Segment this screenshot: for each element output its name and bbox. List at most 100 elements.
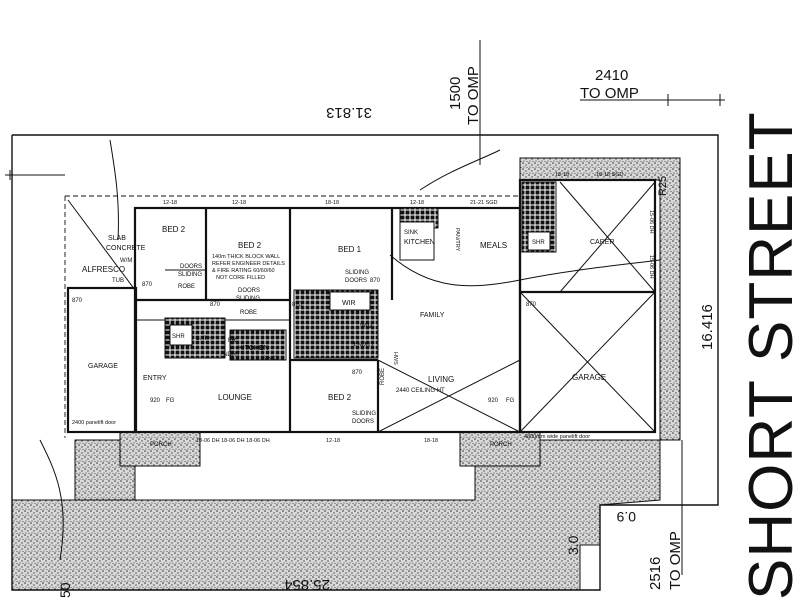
label-sliding-bed2: SLIDING — [352, 411, 376, 417]
landscape-porch-left — [119, 431, 201, 467]
door-code-870-5: 870 — [370, 278, 381, 284]
label-carer: CARER — [590, 239, 615, 246]
dim-setback-bottom-value: 2516 — [647, 557, 664, 590]
window-code-5: 21-21 SGD — [470, 200, 498, 206]
dim-left-cut: 50 — [57, 582, 73, 598]
label-bed2-lower: BED 2 — [328, 393, 352, 402]
window-code-1: 12-18 — [163, 200, 177, 206]
label-robe-3: ROBE — [380, 368, 386, 385]
window-code-10: 18-18 SGD — [596, 172, 624, 178]
label-family: FAMILY — [420, 312, 445, 319]
window-code-4: 12-18 — [410, 200, 424, 206]
label-sink-left: SINK — [262, 356, 276, 362]
window-code-2: 12-18 — [232, 200, 246, 206]
carer-diag-2 — [559, 181, 656, 293]
door-code-870-4: 870 — [292, 302, 303, 308]
door-code-870-3: 870 — [210, 302, 221, 308]
label-robe-2: ROBE — [240, 310, 257, 316]
label-slab: SLAB — [108, 235, 126, 242]
door-code-920-2: 920 — [488, 398, 499, 404]
dim-setback-right-to: TO OMP — [580, 85, 639, 102]
label-bed2-note-1: 140m THICK BLOCK WALL — [212, 254, 280, 260]
door-code-920-1: 920 — [150, 398, 161, 404]
label-sliding-bed1: SLIDING — [345, 270, 369, 276]
label-shr-right: SHR — [532, 240, 545, 246]
dim-setback-right-value: 2410 — [595, 67, 628, 84]
window-code-11: 15-06 DH — [648, 210, 654, 234]
label-porch-right: PORCH — [490, 442, 512, 448]
dim-bottom-boundary: 25.854 — [284, 576, 330, 593]
label-kitchen-left: KITCHEN — [238, 345, 269, 352]
label-bed2-note-4: NOT CORE FILLED — [216, 275, 265, 281]
label-alfresco: ALFRESCO — [82, 265, 125, 274]
contour-line — [39, 139, 661, 561]
label-sink-mid: SINK — [404, 230, 418, 236]
label-shr-left: SHR — [172, 334, 185, 340]
living-diag-2 — [377, 359, 521, 433]
label-entry: ENTRY — [143, 375, 167, 382]
landscaping — [11, 157, 681, 591]
label-hwu: HWS — [392, 352, 398, 365]
label-doors-1: DOORS — [180, 264, 202, 270]
label-bed2-note-3: & FIRE RATING 60/60/60 — [212, 268, 275, 274]
shr-right-box — [527, 231, 551, 251]
alfresco-diag — [67, 199, 136, 291]
label-living: LIVING — [428, 375, 454, 384]
street-name: SHORT STREET — [737, 111, 800, 600]
dim-top-boundary: 31.813 — [326, 104, 372, 121]
label-wir: WIR — [342, 300, 356, 307]
dim-setback-top-to: TO OMP — [465, 66, 482, 125]
window-code-8: 12-18 — [326, 438, 340, 444]
label-ceiling: 2440 CEILING HT — [396, 388, 445, 394]
label-bed1: BED 1 — [338, 245, 362, 254]
label-wm-top: W/M — [120, 258, 132, 264]
label-concrete: CONCRETE — [106, 245, 146, 252]
room-labels: ALFRESCO SLAB CONCRETE W/M TUB BED 2 DOO… — [72, 225, 615, 448]
building-walls — [66, 178, 657, 434]
window-code-7: 18-06 DH 18-06 DH 18-06 DH — [196, 438, 270, 444]
wet-areas — [164, 181, 557, 361]
door-code-870-6: 870 — [352, 370, 363, 376]
wir-box — [329, 291, 371, 311]
left-garage-wall — [66, 286, 138, 434]
label-doors-bed1: DOORS — [345, 278, 367, 284]
label-doors-2: DOORS — [238, 288, 260, 294]
label-lounge: LOUNGE — [218, 393, 252, 402]
label-pantry: PAN/TRY — [454, 228, 460, 252]
dim-offset-09: 0.9 — [616, 509, 636, 525]
setback-outline — [64, 179, 661, 438]
door-code-fg-1: FG — [166, 398, 175, 404]
label-wm-mid: W/M — [360, 324, 372, 330]
window-code-6: 18-18 — [555, 172, 569, 178]
label-sliding-2: SLIDING — [236, 296, 260, 302]
dim-offset-30: 3.0 — [565, 535, 581, 555]
shr-left-box — [169, 324, 193, 346]
kitchen-left-tiles — [229, 329, 287, 361]
label-garage-right: GARAGE — [572, 373, 606, 382]
label-fridge: FR — [228, 338, 237, 344]
window-code-12: 15-06 DH — [648, 255, 654, 279]
dim-setback-top-value: 1500 — [447, 77, 464, 110]
label-tub: TUB — [112, 278, 124, 284]
dim-setback-bottom-to: TO OMP — [667, 531, 684, 590]
label-robe-1: ROBE — [178, 284, 195, 290]
east-wing-wall — [518, 178, 657, 434]
label-kitchen-mid: KITCHEN — [404, 239, 435, 246]
label-porch-left: PORCH — [150, 442, 172, 448]
site-boundary — [11, 134, 719, 591]
label-lndry-left: LNDRY — [220, 352, 240, 358]
corner-mark: R25 — [657, 176, 669, 196]
dimension-lines — [5, 40, 725, 575]
window-code-9: 18-18 — [424, 438, 438, 444]
door-code-fg-2: FG — [506, 398, 515, 404]
label-garage-door-right: 4800mm wide panelift door — [524, 434, 590, 440]
label-bath: BATH — [196, 336, 212, 342]
label-lndry-mid: LNDRY — [354, 342, 374, 348]
door-code-870-7: 870 — [526, 302, 537, 308]
door-codes: 870 870 870 870 870 870 870 920 920 FG F… — [72, 278, 537, 404]
label-meals: MEALS — [480, 241, 507, 250]
label-sliding-1: SLIDING — [178, 272, 202, 278]
boundary-line — [11, 134, 719, 591]
door-code-870-1: 870 — [72, 298, 83, 304]
